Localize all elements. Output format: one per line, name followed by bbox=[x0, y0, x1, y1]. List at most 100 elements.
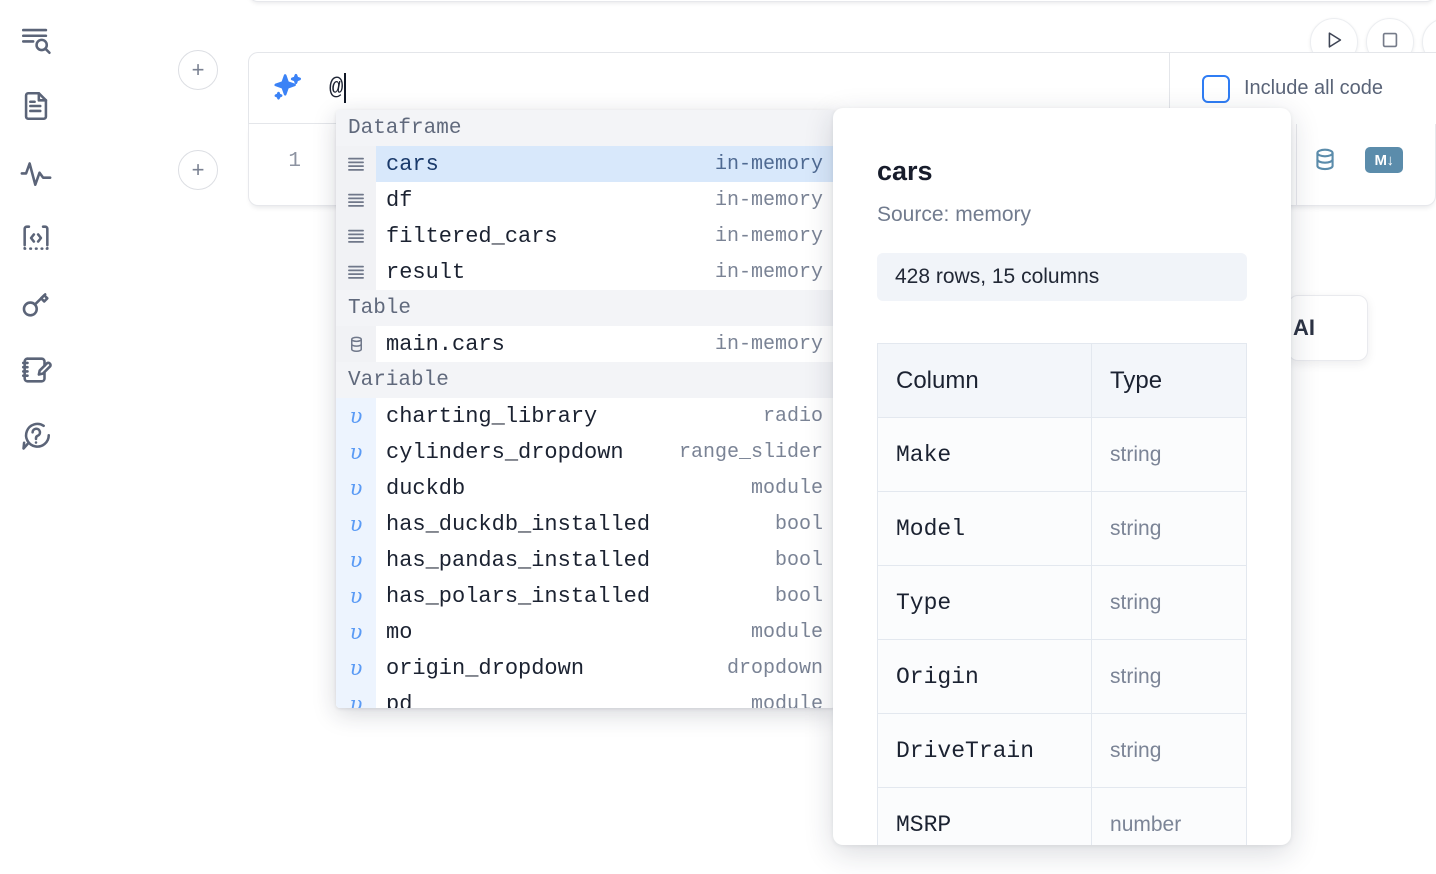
autocomplete-item-label: df bbox=[386, 187, 413, 213]
markdown-label: M↓ bbox=[1374, 151, 1395, 169]
dataframe-icon bbox=[336, 254, 376, 290]
sidebar-item-activity[interactable] bbox=[14, 150, 58, 194]
completion-detail-panel: cars Source: memory 428 rows, 15 columns… bbox=[833, 108, 1291, 845]
detail-table-header-cell: Column bbox=[876, 343, 1093, 418]
autocomplete-item-label: result bbox=[386, 259, 466, 285]
autocomplete-item-meta: bool bbox=[774, 584, 823, 608]
cell-toolbar: M↓ bbox=[1311, 146, 1403, 174]
autocomplete-item[interactable]: υ origin_dropdown dropdown bbox=[336, 650, 835, 686]
detail-title: cars bbox=[877, 156, 933, 186]
ai-prompt-input[interactable]: @ bbox=[329, 53, 1169, 123]
variable-icon: υ bbox=[336, 650, 376, 686]
autocomplete-item[interactable]: df in-memory bbox=[336, 182, 835, 218]
variable-icon: υ bbox=[336, 434, 376, 470]
detail-column-type: string bbox=[1091, 639, 1247, 714]
autocomplete-section-header: Dataframe bbox=[336, 110, 835, 146]
ai-prompt-value: @ bbox=[329, 74, 344, 102]
markdown-icon[interactable]: M↓ bbox=[1365, 147, 1403, 173]
detail-column-name: Type bbox=[876, 565, 1093, 640]
detail-column-type: string bbox=[1091, 491, 1247, 566]
autocomplete-item-label: has_polars_installed bbox=[386, 583, 651, 609]
dataframe-icon bbox=[336, 146, 376, 182]
autocomplete-item-label: charting_library bbox=[386, 403, 598, 429]
autocomplete-item-meta: in-memory bbox=[714, 224, 823, 248]
include-all-code-checkbox[interactable] bbox=[1202, 74, 1230, 103]
help-chat-icon bbox=[19, 419, 53, 453]
variable-icon: υ bbox=[336, 506, 376, 542]
autocomplete-item[interactable]: υ cylinders_dropdown range_slider bbox=[336, 434, 835, 470]
autocomplete-item-meta: bool bbox=[774, 512, 823, 536]
text-cursor bbox=[344, 73, 347, 103]
dataframe-icon bbox=[336, 182, 376, 218]
variable-icon: υ bbox=[336, 470, 376, 506]
sidebar-item-scratchpad[interactable] bbox=[14, 348, 58, 392]
detail-column-type: string bbox=[1091, 713, 1247, 788]
generate-with-ai-button[interactable]: AI bbox=[1288, 295, 1368, 361]
autocomplete-item-meta: in-memory bbox=[714, 188, 823, 212]
autocomplete-item-label: pd bbox=[386, 691, 413, 709]
add-cell-above-button[interactable]: + bbox=[178, 50, 218, 90]
table-db-icon bbox=[336, 326, 376, 362]
autocomplete-item-label: has_pandas_installed bbox=[386, 547, 651, 573]
search-outline-icon bbox=[19, 23, 53, 57]
variable-icon: υ bbox=[336, 398, 376, 434]
detail-table-header-cell: Type bbox=[1091, 343, 1247, 418]
sidebar-item-secrets[interactable] bbox=[14, 282, 58, 326]
autocomplete-item-label: has_duckdb_installed bbox=[386, 511, 651, 537]
left-sidebar bbox=[0, 0, 72, 874]
add-cell-below-button[interactable]: + bbox=[178, 150, 218, 190]
autocomplete-item[interactable]: υ has_duckdb_installed bool bbox=[336, 506, 835, 542]
previous-cell-edge bbox=[248, 0, 1436, 2]
autocomplete-item-meta: in-memory bbox=[700, 152, 823, 176]
sidebar-item-help[interactable] bbox=[14, 414, 58, 458]
document-icon bbox=[19, 89, 53, 123]
detail-shape-chip: 428 rows, 15 columns bbox=[877, 253, 1247, 301]
autocomplete-section-header: Variable bbox=[336, 362, 835, 398]
autocomplete-item-label: mo bbox=[386, 619, 413, 645]
generate-with-ai-label: AI bbox=[1293, 315, 1315, 340]
activity-pulse-icon bbox=[19, 155, 53, 189]
detail-source: Source: memory bbox=[877, 203, 1032, 226]
sidebar-item-explore[interactable] bbox=[14, 18, 58, 62]
autocomplete-item-meta: module bbox=[750, 620, 823, 644]
autocomplete-item-meta: range_slider bbox=[678, 440, 823, 464]
stop-square-icon bbox=[1379, 29, 1401, 56]
code-brackets-icon bbox=[19, 221, 53, 255]
add-cell-below-label: + bbox=[191, 157, 205, 182]
cell-divider bbox=[1296, 124, 1297, 206]
autocomplete-item-label: cylinders_dropdown bbox=[386, 439, 624, 465]
autocomplete-section-header: Table bbox=[336, 290, 835, 326]
ai-sparkle-icon bbox=[271, 71, 305, 105]
autocomplete-item-meta: in-memory bbox=[714, 332, 823, 356]
include-all-code-label: Include all code bbox=[1244, 77, 1383, 99]
database-icon[interactable] bbox=[1311, 146, 1339, 174]
detail-column-type: string bbox=[1091, 417, 1247, 492]
autocomplete-item[interactable]: filtered_cars in-memory bbox=[336, 218, 835, 254]
autocomplete-item-meta: module bbox=[750, 692, 823, 709]
detail-column-name: Origin bbox=[876, 639, 1093, 714]
autocomplete-item-label: filtered_cars bbox=[386, 223, 558, 249]
sidebar-item-notebook-files[interactable] bbox=[14, 84, 58, 128]
variable-icon: υ bbox=[336, 542, 376, 578]
autocomplete-item-label: origin_dropdown bbox=[386, 655, 585, 681]
autocomplete-item-meta: dropdown bbox=[726, 656, 823, 680]
sidebar-item-snippets[interactable] bbox=[14, 216, 58, 260]
dataframe-icon bbox=[336, 218, 376, 254]
